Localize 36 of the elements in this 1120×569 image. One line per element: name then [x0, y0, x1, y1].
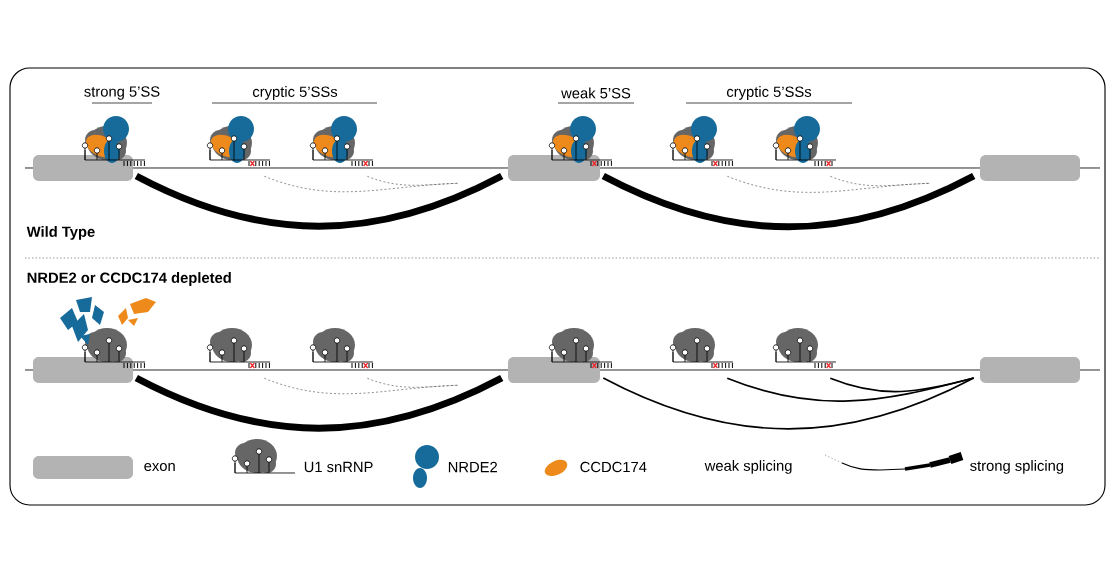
splicing-arc	[264, 377, 459, 395]
splicing-arc	[601, 172, 976, 231]
splicing-arc	[366, 175, 459, 186]
u1-snrnp-drawing	[548, 328, 613, 369]
u1-snrnp-drawing	[206, 328, 271, 369]
u1-snrnp-drawing	[669, 328, 734, 369]
splicing-arc	[264, 175, 459, 193]
legend-label: weak splicing	[704, 460, 792, 474]
u1-snrnp-drawing	[206, 116, 271, 167]
site-label: cryptic 5’SSs	[252, 86, 338, 100]
legend-label: strong splicing	[970, 460, 1064, 474]
site-label: strong 5’SS	[84, 86, 160, 100]
u1-snrnp-drawing	[309, 116, 374, 167]
splicing-arc	[829, 175, 931, 187]
site-label: weak 5’SS	[561, 87, 631, 99]
u1-snrnp-drawing	[772, 116, 837, 167]
u1-snrnp-drawing	[81, 328, 146, 369]
exon-box	[980, 357, 1080, 383]
splicing-arc	[366, 377, 459, 388]
site-label: cryptic 5’SSs	[726, 86, 812, 100]
u1-snrnp-drawing	[669, 116, 734, 167]
u1-snrnp-drawing	[772, 328, 837, 369]
row-heading: NRDE2 or CCDC174 depleted	[27, 272, 231, 286]
legend-label: U1 snRNP	[304, 461, 373, 473]
splicing-arc	[829, 377, 975, 393]
row-heading: Wild Type	[26, 226, 95, 240]
splicing-arc	[602, 377, 975, 430]
legend-label: exon	[144, 462, 175, 472]
legend-label: CCDC174	[580, 461, 647, 473]
u1-snrnp-drawing	[81, 116, 146, 167]
legend-label: NRDE2	[448, 461, 497, 473]
splicing-arc	[134, 172, 504, 230]
exon-box	[980, 155, 1080, 181]
splicing-arc	[134, 374, 504, 432]
u1-snrnp-drawing	[309, 328, 374, 369]
u1-snrnp-drawing	[548, 116, 613, 167]
